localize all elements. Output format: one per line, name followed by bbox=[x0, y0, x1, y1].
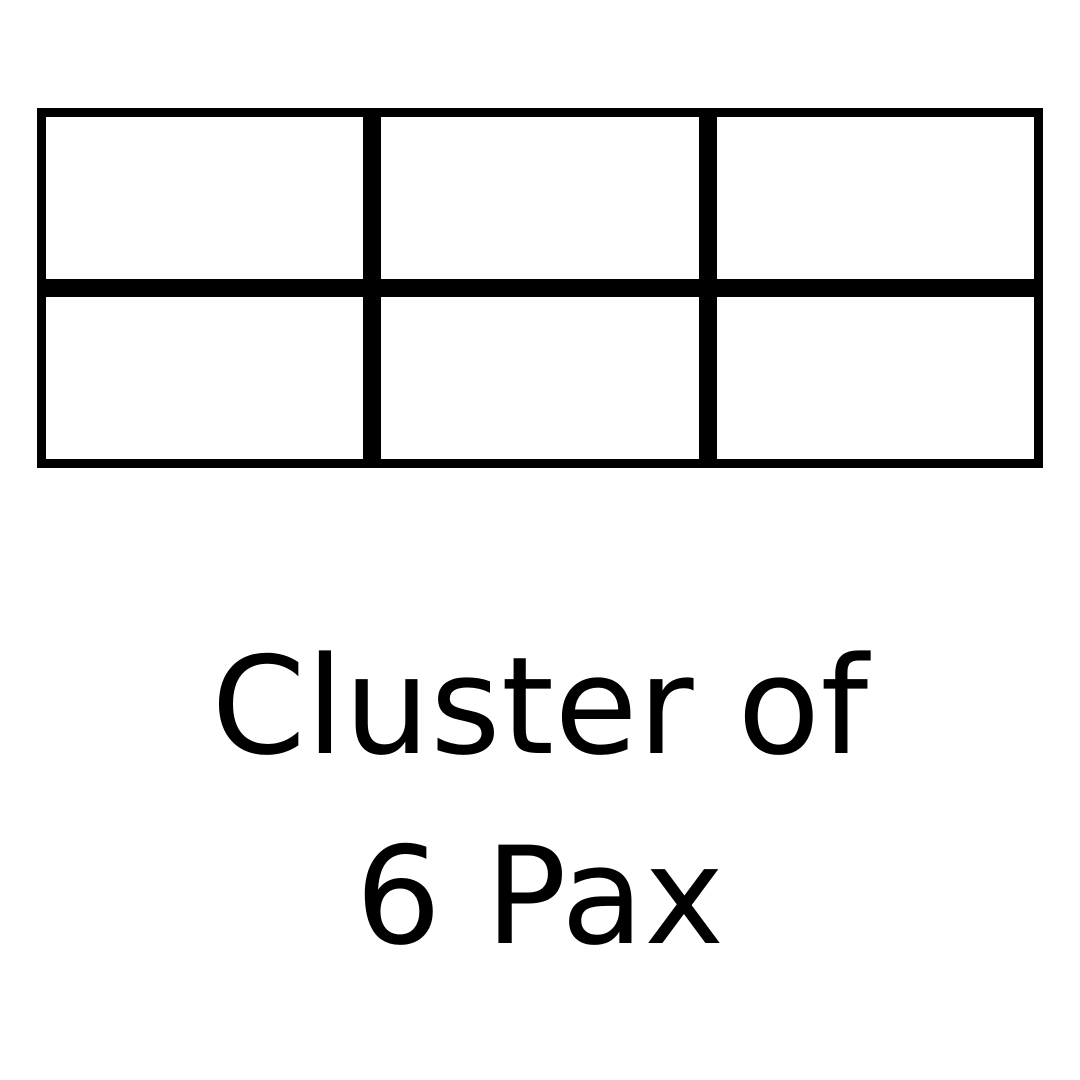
seating-cluster-diagram bbox=[37, 108, 1043, 468]
seat-cell-1 bbox=[37, 108, 373, 288]
caption-block: Cluster of 6 Pax bbox=[0, 612, 1080, 992]
seat-cell-6 bbox=[707, 288, 1043, 468]
seat-cell-4 bbox=[37, 288, 373, 468]
caption-line-2: 6 Pax bbox=[355, 818, 725, 975]
seat-cell-5 bbox=[372, 288, 708, 468]
caption-line-1: Cluster of bbox=[211, 628, 869, 785]
seat-cell-2 bbox=[372, 108, 708, 288]
seat-cell-3 bbox=[707, 108, 1043, 288]
